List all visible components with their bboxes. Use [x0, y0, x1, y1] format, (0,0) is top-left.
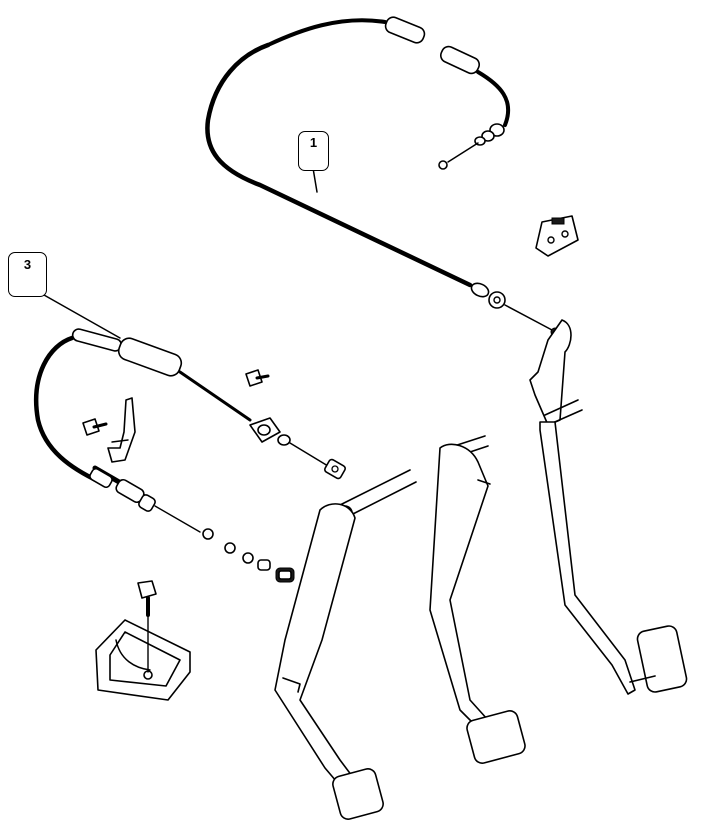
clutch-cable-adjuster — [89, 465, 295, 583]
cable-clip — [107, 397, 136, 463]
callout-1-label: 1 — [309, 135, 318, 150]
callout-1: 1 — [298, 131, 329, 171]
mounting-bracket — [95, 619, 191, 701]
bolt-left — [82, 418, 108, 436]
accelerator-pedal — [529, 319, 688, 695]
clutch-cable — [34, 328, 346, 583]
accelerator-bracket — [535, 215, 579, 257]
brake-pedal — [429, 435, 526, 764]
accelerator-cable-end-fitting — [470, 282, 506, 309]
accelerator-cable-adjuster — [474, 123, 505, 146]
clutch-pedal — [274, 469, 417, 820]
bolt-upper — [245, 369, 270, 387]
bracket-bolt — [137, 580, 157, 673]
callout-3: 3 — [8, 252, 47, 297]
clutch-cable-grommet — [249, 417, 291, 446]
callout-3-label: 3 — [23, 257, 32, 272]
leader-line-3 — [43, 294, 121, 339]
accelerator-cable — [205, 16, 560, 337]
leader-line-1 — [312, 167, 318, 193]
